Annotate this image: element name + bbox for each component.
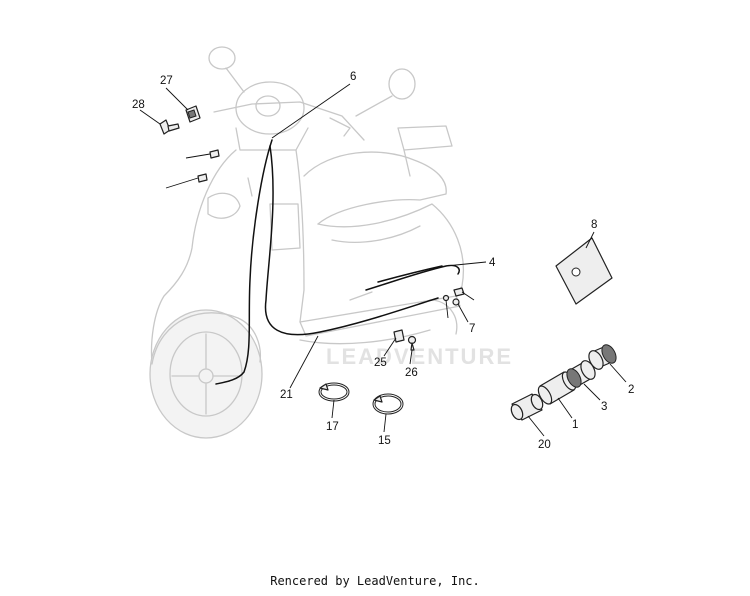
part-21-screw [159, 119, 180, 135]
cable-17-branch [264, 145, 439, 336]
callout-1: 1 [572, 419, 578, 431]
callout-6: 6 [350, 71, 356, 83]
callout-11: 15 [378, 435, 391, 447]
callout-2: 2 [628, 384, 634, 396]
part-15-cylinder [510, 393, 544, 421]
callout-20: 27 [160, 75, 173, 87]
part-3-grommet [566, 360, 596, 388]
callout-15: 20 [538, 439, 551, 451]
callout-21: 28 [132, 99, 145, 111]
part-25-clip [453, 287, 465, 297]
callout-19: 26 [405, 367, 418, 379]
callout-7: 7 [469, 323, 475, 335]
watermark-text: LEADVENTURE [326, 344, 513, 369]
part-8-label-plate [555, 237, 613, 305]
footer-credit: Rencered by LeadVenture, Inc. [270, 574, 480, 588]
part-12-clamp [318, 382, 350, 402]
part-28-clip [197, 173, 208, 183]
part-2-cap [588, 344, 617, 370]
callout-18: 25 [374, 357, 387, 369]
part-20-clip [185, 105, 201, 123]
cable-4 [365, 264, 460, 291]
part-11-clamp [372, 393, 404, 415]
leader-lines [139, 83, 627, 437]
callout-8: 8 [591, 219, 597, 231]
callout-12: 17 [326, 421, 339, 433]
part-18-clip [393, 329, 405, 343]
part-19-screw [407, 335, 417, 351]
callout-labels: 27 28 6 8 4 7 25 26 21 17 15 20 1 3 2 [132, 71, 634, 451]
cable-4-return [377, 265, 443, 283]
callout-3: 3 [601, 401, 607, 413]
callout-17: 21 [280, 389, 293, 401]
part-26-fastener [442, 294, 450, 302]
part-27-clip [209, 149, 220, 159]
callout-4: 4 [489, 257, 496, 269]
scooter-outline [149, 46, 464, 439]
part-7-fastener [452, 298, 460, 306]
cable-17 [215, 139, 273, 385]
